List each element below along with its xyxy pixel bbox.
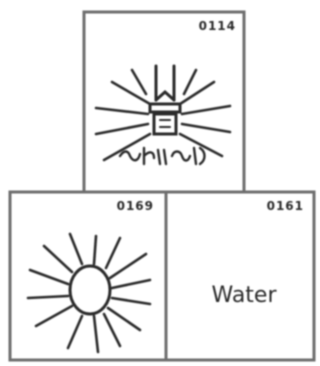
water-label: Water: [211, 283, 277, 308]
panel-bottom-right: 0161 Water: [166, 192, 314, 360]
panel-top: 0114: [84, 12, 244, 194]
panel-bottom-left-frame: [10, 192, 166, 360]
panel-top-code: 0114: [199, 19, 236, 33]
panel-bottom-right-code: 0161: [267, 199, 304, 213]
panel-bottom-left-code: 0169: [117, 199, 154, 213]
panel-bottom-right-frame: [166, 192, 314, 360]
panel-bottom-left: 0169: [10, 192, 166, 360]
